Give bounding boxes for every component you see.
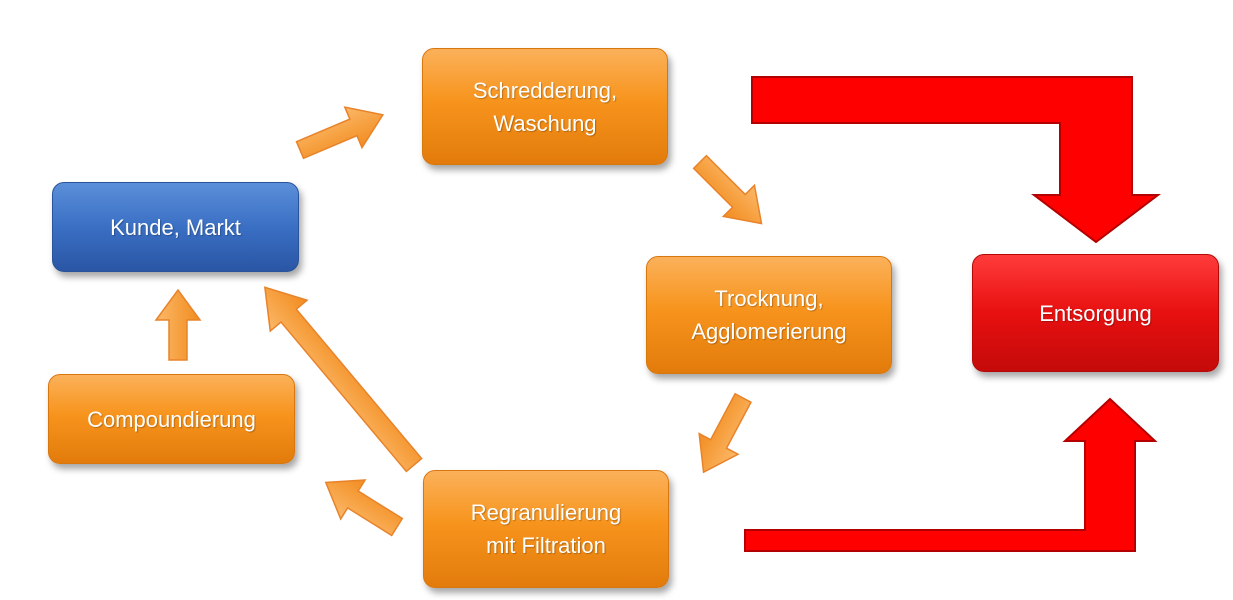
node-entsorgung: Entsorgung [972,254,1219,372]
arrow-compoundierung-to-kunde [154,288,202,361]
arrow-schredderung-to-trocknung [692,154,763,225]
arrow-trocknung-to-regranulierung [698,392,752,474]
arrow-schredderung-to-entsorgung [751,76,1161,244]
arrow-regranulierung-to-kunde [263,286,423,473]
node-schredderung-waschung: Schredderung, Waschung [422,48,668,165]
arrow-kunde-to-schredderung [295,106,385,160]
arrow-regranulierung-to-compoundierung [324,479,404,537]
node-compoundierung: Compoundierung [48,374,295,464]
node-kunde-markt: Kunde, Markt [52,182,299,272]
node-trocknung-agglomerierung: Trocknung, Agglomerierung [646,256,892,374]
node-regranulierung-filtration: Regranulierung mit Filtration [423,470,669,588]
arrow-regranulierung-to-entsorgung [744,397,1158,552]
